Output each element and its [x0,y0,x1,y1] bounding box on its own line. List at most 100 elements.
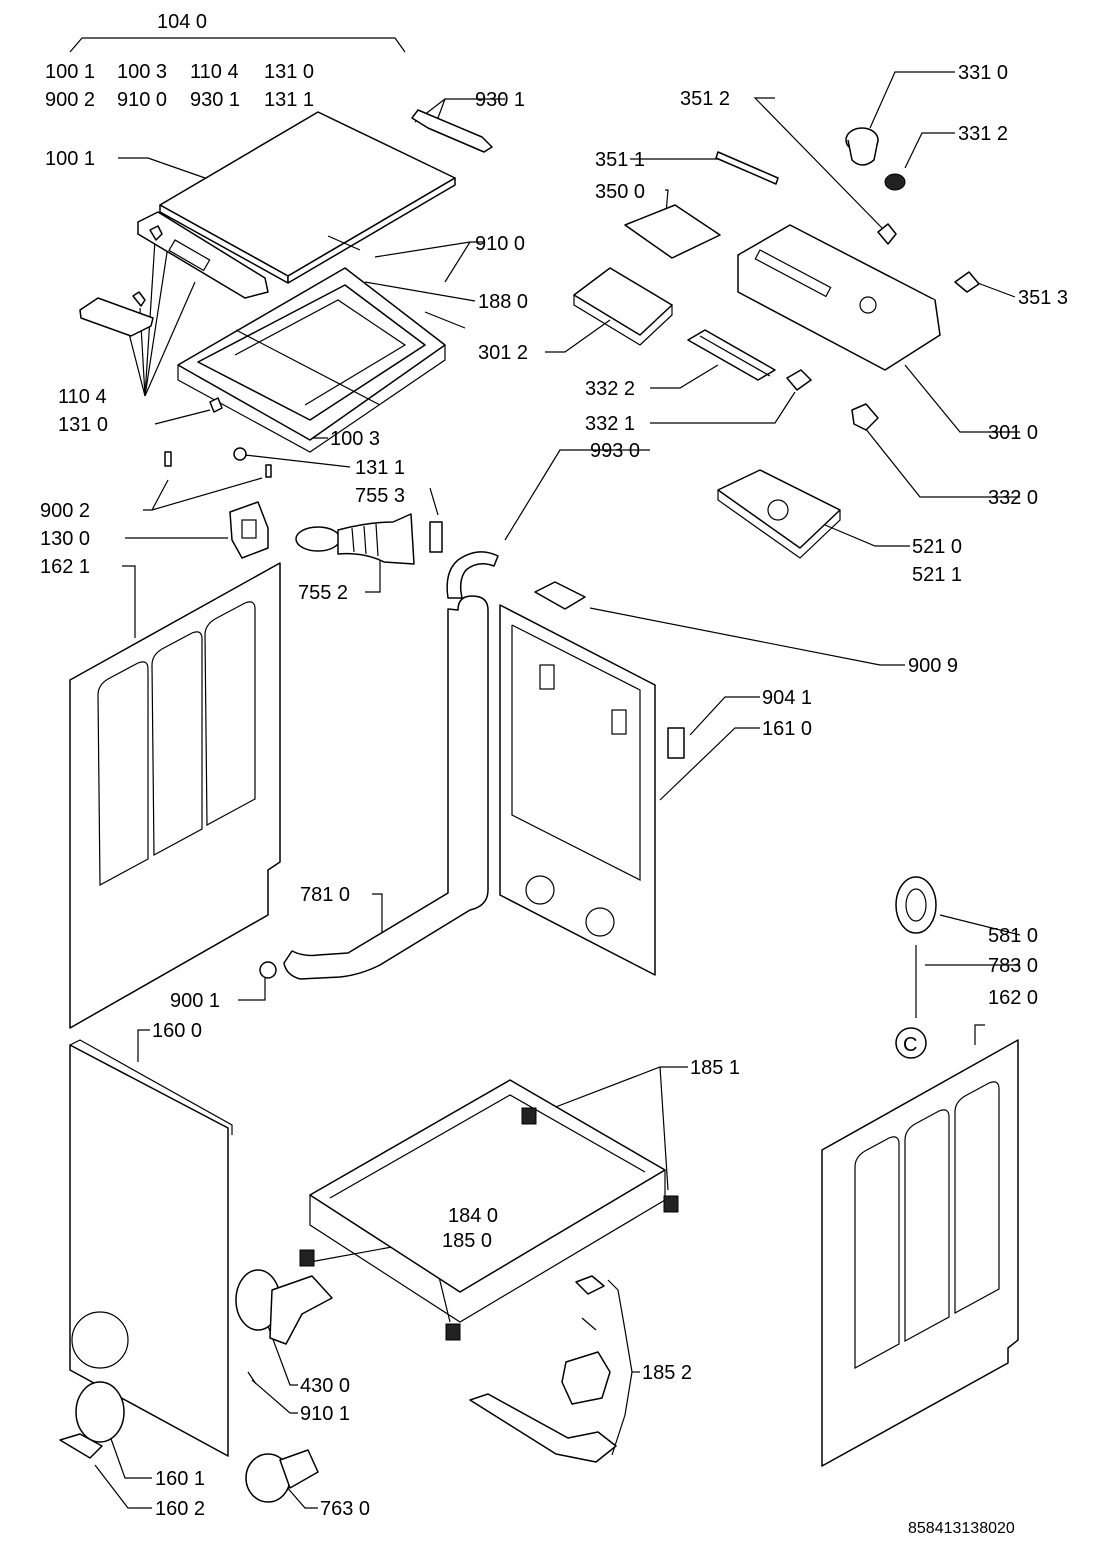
part-351-1 [715,151,779,185]
label-910-0: 910 0 [475,233,525,255]
part-185-0-foot-a [299,1249,315,1267]
label-332-2: 332 2 [585,378,635,400]
label-763-0: 763 0 [320,1498,370,1520]
part-763-0-filter [245,1449,319,1503]
part-185-2-rod [581,1317,597,1331]
part-185-0-foot-b [445,1323,461,1341]
label-162-0: 162 0 [988,987,1038,1009]
label-331-2: 331 2 [958,123,1008,145]
part-332-2-bar [687,329,776,381]
label-900-9: 900 9 [908,655,958,677]
label-430-0: 430 0 [300,1375,350,1397]
label-930-1: 930 1 [475,89,525,111]
part-521-0-module [717,469,841,559]
label-993-0: 993 0 [590,440,640,462]
part-160-1-porthole-cover [75,1381,125,1443]
label-104-0: 104 0 [157,11,207,33]
label-160-2: 160 2 [155,1498,205,1520]
label-521-1: 521 1 [912,564,962,586]
label-350-0: 350 0 [595,181,645,203]
part-755-2-hose [295,513,415,565]
label-755-3: 755 3 [355,485,405,507]
part-185-2-a [575,1275,605,1295]
part-350-0-board [624,204,721,259]
part-160-2-clip [59,1433,103,1459]
part-301-0-fascia [737,224,941,371]
label-755-2: 755 2 [298,582,348,604]
part-162-0-right-side-panel [821,1039,1019,1467]
part-161-0-back-panel [499,604,656,976]
part-910-1-screw [247,1371,257,1385]
label-185-1: 185 1 [690,1057,740,1079]
part-100-1-top-lid [159,111,456,284]
label-521-0: 521 0 [912,536,962,558]
label-c: C [903,1034,917,1056]
part-900-1-cap [259,961,277,979]
part-900-2-a [164,451,172,467]
label-131-0: 131 0 [58,414,108,436]
part-351-3 [954,271,980,293]
part-185-2-foot [561,1351,611,1405]
part-900-9 [534,581,586,610]
label-301-0: 301 0 [988,422,1038,444]
part-185-2-lever [469,1393,617,1463]
label-100-3-header: 100 3 [117,61,167,83]
part-993-0-hose-top [446,551,499,599]
label-185-2: 185 2 [642,1362,692,1384]
part-110-4-cover [79,297,154,337]
part-910-0-screw [327,235,361,251]
part-131-0 [209,397,223,413]
part-185-1-foot-a [521,1107,537,1125]
label-910-1: 910 1 [300,1403,350,1425]
label-781-0: 781 0 [300,884,350,906]
label-188-0: 188 0 [478,291,528,313]
part-110-4-handle-bar [137,211,269,299]
part-clip-left [132,291,146,307]
label-301-2: 301 2 [478,342,528,364]
label-900-2-header: 900 2 [45,89,95,111]
part-184-0-base-frame [309,1079,666,1323]
part-100-3-top-frame [177,267,446,453]
label-110-4: 110 4 [58,386,107,408]
label-904-1: 904 1 [762,687,812,709]
label-184-0: 184 0 [448,1205,498,1227]
label-131-1-header: 131 1 [264,89,314,111]
document-number: 858413138020 [908,1520,1015,1537]
part-900-2-b [265,464,272,478]
label-910-0-header: 910 0 [117,89,167,111]
part-332-1 [786,369,812,391]
part-430-0-pump [235,1269,333,1345]
label-160-1: 160 1 [155,1468,205,1490]
c-circle [895,1027,927,1059]
label-160-0: 160 0 [152,1020,202,1042]
part-131-1 [233,447,247,461]
label-351-2: 351 2 [680,88,730,110]
part-930-1-strip [411,109,493,153]
part-781-0-drain-hose [283,595,489,980]
part-581-0-pulley [895,876,937,934]
part-labels: 104 0 100 1 100 3 110 4 131 0 900 2 910 … [40,11,1068,1537]
part-160-0-front-panel [69,1039,233,1457]
part-130-0-door-lock [229,501,269,559]
part-904-1 [667,727,685,759]
label-162-1: 162 1 [40,556,90,578]
label-100-3: 100 3 [330,428,380,450]
label-131-1: 131 1 [355,457,405,479]
part-351-2 [877,223,897,245]
label-110-4-header: 110 4 [190,61,239,83]
label-100-1-header: 100 1 [45,61,95,83]
part-755-3 [429,521,443,553]
label-351-1: 351 1 [595,149,645,171]
label-783-0: 783 0 [988,955,1038,977]
part-clip-small [149,225,163,241]
label-900-1: 900 1 [170,990,220,1012]
part-332-0 [851,403,879,431]
label-100-1: 100 1 [45,148,95,170]
label-161-0: 161 0 [762,718,812,740]
part-162-1-left-side-panel [69,562,281,1029]
label-332-0: 332 0 [988,487,1038,509]
label-900-2: 900 2 [40,500,90,522]
part-331-0-knob [845,127,879,166]
label-185-0: 185 0 [442,1230,492,1252]
